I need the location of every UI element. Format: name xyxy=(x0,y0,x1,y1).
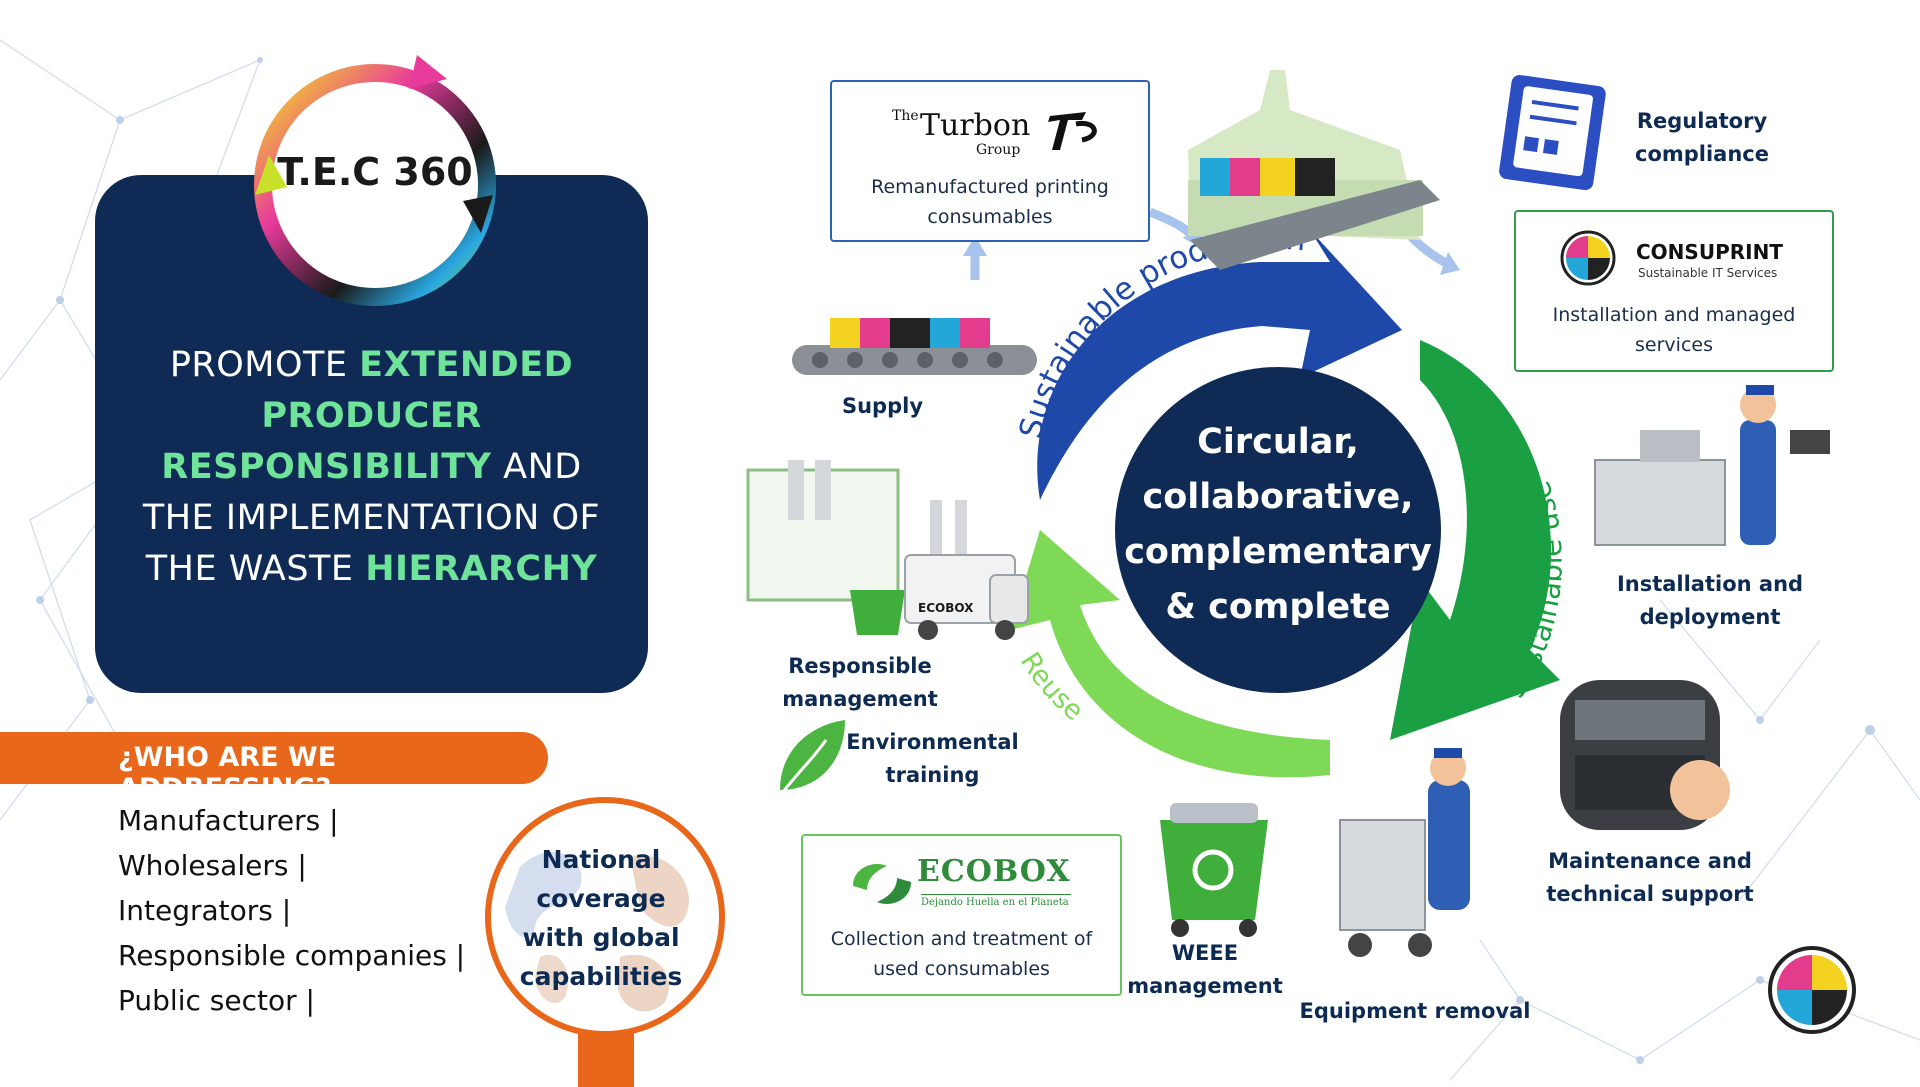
audience-list: Manufacturers | Wholesalers | Integrator… xyxy=(118,798,465,1023)
ecobox-logo-name: ECOBOX xyxy=(917,854,1071,889)
maintenance-illustration xyxy=(1560,680,1730,830)
promo-highlight-hierarchy: HIERARCHY xyxy=(365,549,598,589)
consuprint-logo-tag: Sustainable IT Services xyxy=(1638,266,1778,280)
tec-360-cycle-ring xyxy=(254,55,496,306)
ecobox-logo-icon xyxy=(853,864,911,904)
stage-responsible-management: Responsible management xyxy=(782,654,938,711)
arrow-reuse xyxy=(1010,530,1330,778)
supply-conveyor-illustration xyxy=(792,318,1037,375)
ecobox-card: ECOBOX Dejando Huella en el Planeta Coll… xyxy=(801,834,1122,996)
arrow-sustainable-use xyxy=(1390,340,1560,740)
promo-statement: PROMOTE EXTENDED PRODUCER RESPONSIBILITY… xyxy=(125,340,618,595)
center-circle xyxy=(1115,367,1441,693)
consuprint-logo-name: CONSUPRINT xyxy=(1636,240,1783,264)
turbon-logo: The Turbon Group xyxy=(880,104,1100,158)
audience-item: Manufacturers | xyxy=(118,804,339,837)
svg-text:ECOBOX: ECOBOX xyxy=(918,601,974,615)
leaf-icon xyxy=(780,720,845,793)
promo-highlight-epr: EXTENDED PRODUCER RESPONSIBILITY xyxy=(161,345,574,487)
consuprint-subtitle: Installation and managed services xyxy=(1552,304,1796,356)
audience-item: Public sector | xyxy=(118,984,315,1017)
turbon-card: The Turbon Group Remanufactured printing… xyxy=(830,80,1150,242)
stage-environmental-training: Environmental training xyxy=(846,730,1019,787)
tec-360-label: T.E.C 360 xyxy=(277,150,473,194)
audience-item: Integrators | xyxy=(118,894,292,927)
stage-installation: Installation and deployment xyxy=(1616,572,1804,629)
stage-regulatory-compliance: Regulatory compliance xyxy=(1635,109,1769,166)
audience-item: Wholesalers | xyxy=(118,849,307,882)
consuprint-card: CONSUPRINT Sustainable IT Services Insta… xyxy=(1514,210,1834,372)
consuprint-logo-icon xyxy=(1560,230,1616,286)
recycling-factory-truck-illustration: ECOBOX xyxy=(746,460,1029,640)
turbon-mark-icon xyxy=(1048,112,1097,150)
turbon-subtitle: Remanufactured printing consumables xyxy=(871,176,1109,228)
audience-item: Responsible companies | xyxy=(118,939,466,972)
arrow-sustainable-production xyxy=(1037,230,1402,500)
globe-caption: National coverage with global capabiliti… xyxy=(519,845,683,991)
promo-text-part: PROMOTE xyxy=(169,345,360,385)
stage-weee: WEEE management xyxy=(1127,941,1283,998)
printer-technician-illustration xyxy=(1594,385,1830,546)
stage-supply: Supply xyxy=(841,394,924,418)
stage-maintenance: Maintenance and technical support xyxy=(1546,849,1754,906)
weee-bin-illustration xyxy=(1160,803,1268,937)
ecobox-subtitle: Collection and treatment of used consuma… xyxy=(830,928,1093,980)
consuprint-logo-corner xyxy=(1768,946,1856,1034)
who-title: ¿WHO ARE WE ADDRESSING? xyxy=(118,742,337,804)
ecobox-logo-tag: Dejando Huella en el Planeta xyxy=(921,894,1071,908)
equipment-removal-illustration xyxy=(1339,748,1470,957)
magnifier-globe xyxy=(485,797,725,1087)
clipboard-icon xyxy=(1499,75,1606,191)
factory-illustration xyxy=(1188,70,1440,270)
center-statement: Circular, collaborative, complementary &… xyxy=(1124,422,1432,627)
stage-equipment-removal: Equipment removal xyxy=(1299,999,1531,1023)
promo-text-part: AND THE IMPLEMENTATION OF THE WASTE xyxy=(142,447,601,589)
who-banner xyxy=(0,732,548,784)
